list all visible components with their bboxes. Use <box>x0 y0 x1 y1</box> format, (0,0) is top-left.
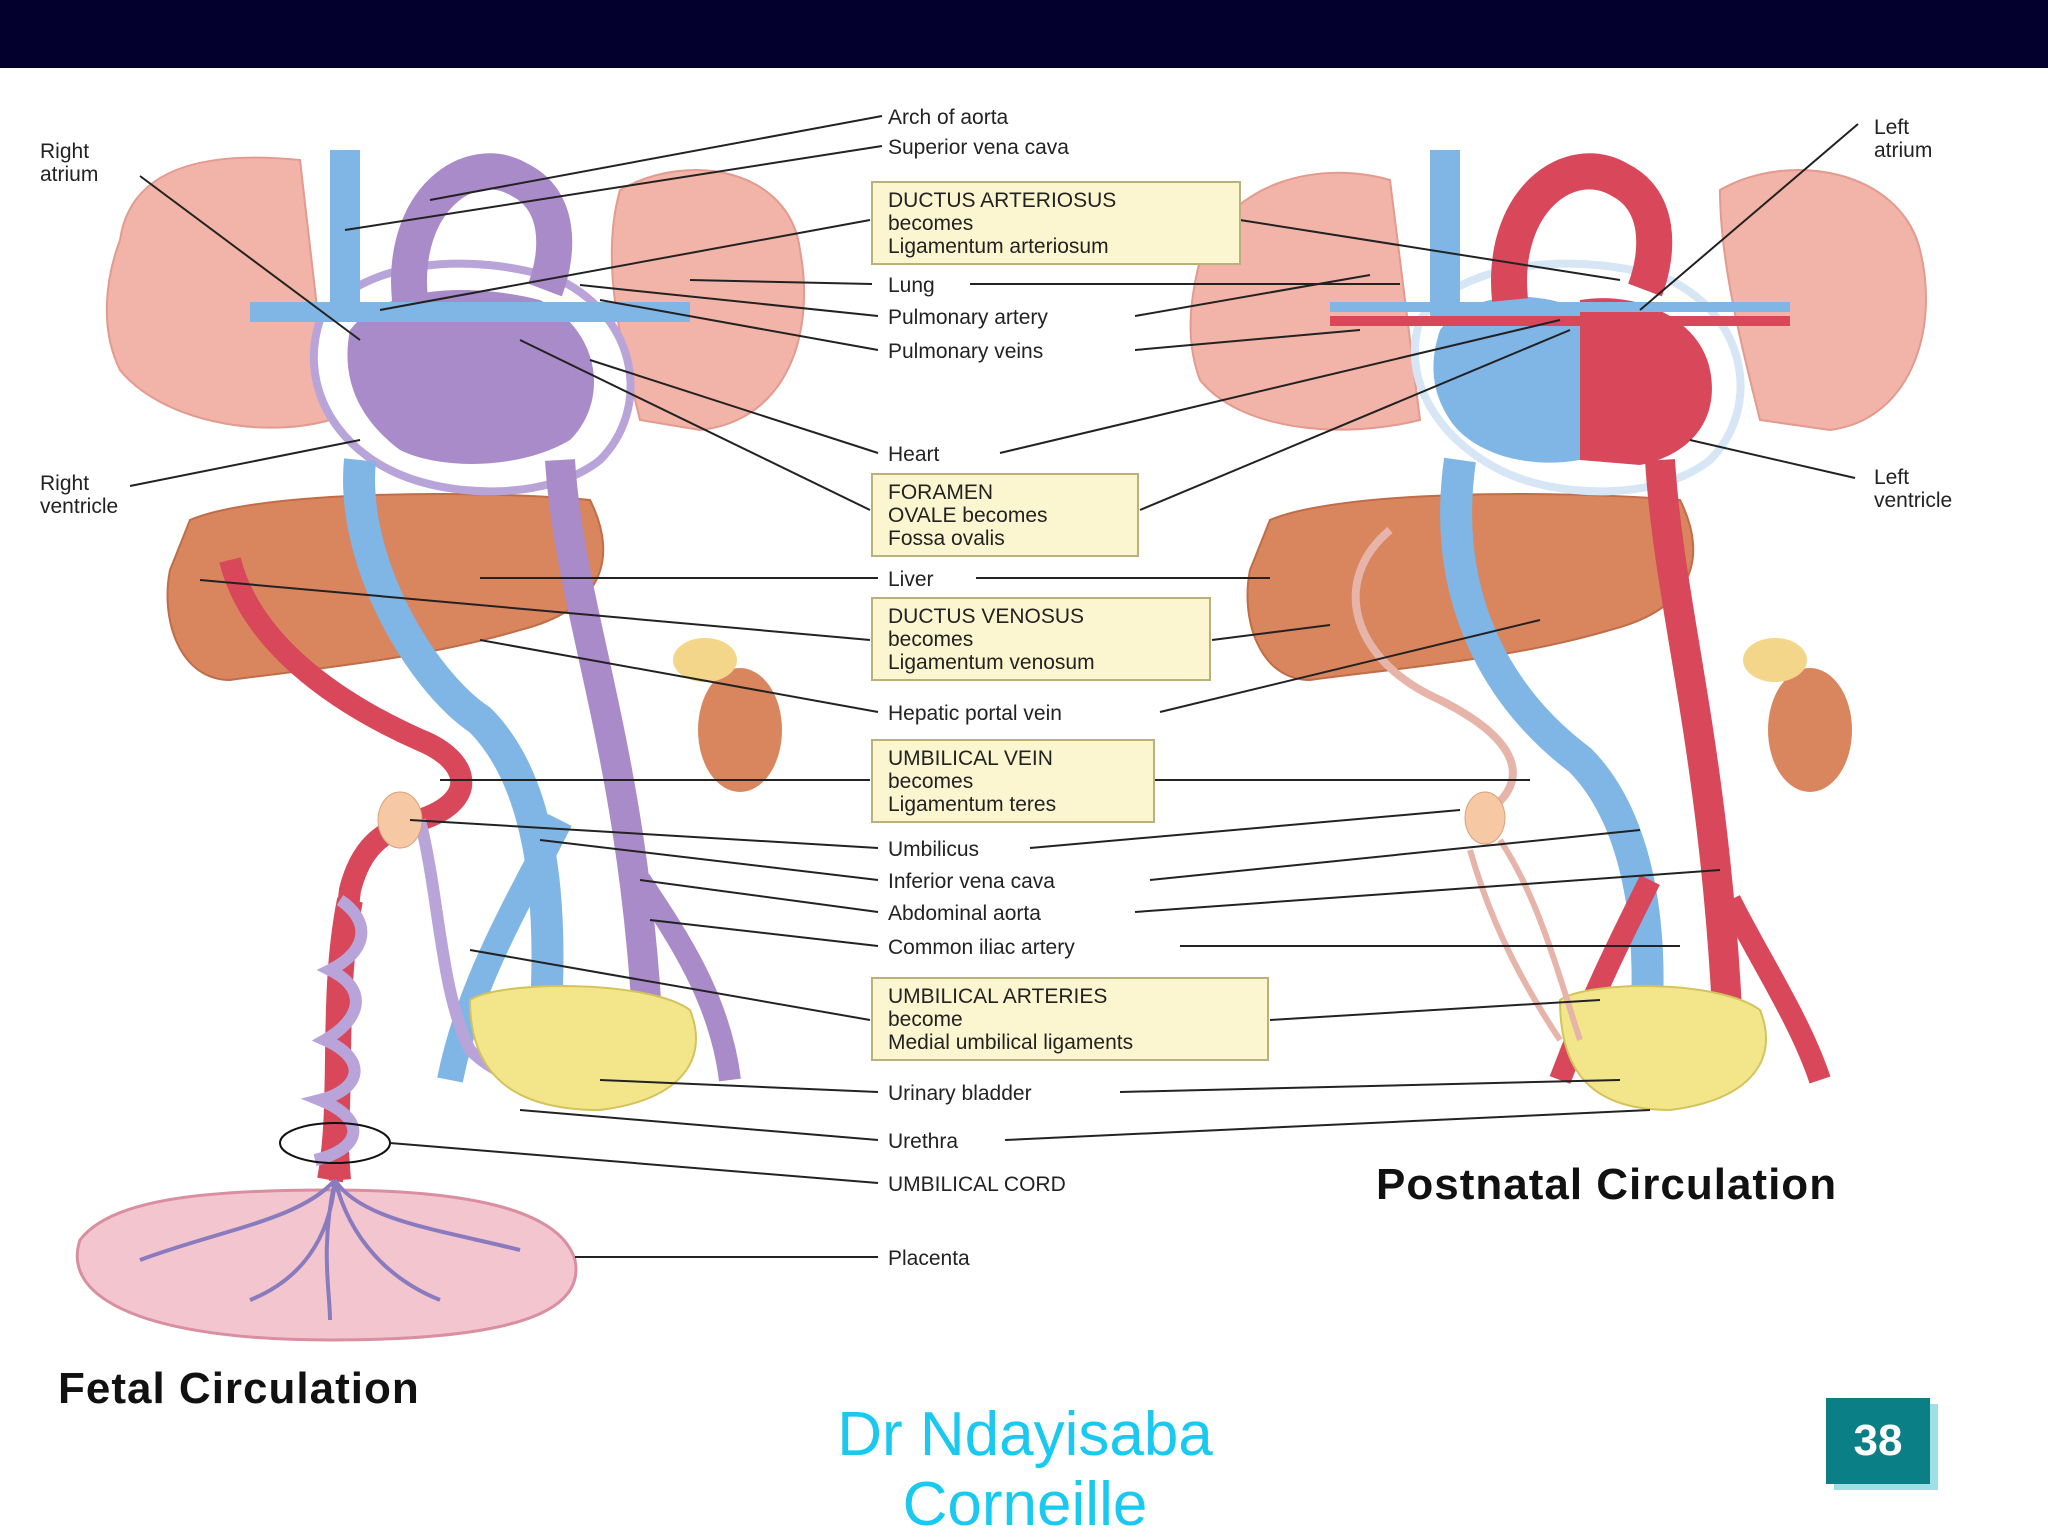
title-bar <box>0 0 2048 68</box>
box-umbilical-arteries-line2: become <box>888 1008 963 1031</box>
label-right-ventricle-2: ventricle <box>40 495 118 518</box>
box-ductus-arteriosus-line3: Ligamentum arteriosum <box>888 235 1109 258</box>
label-right-ventricle-1: Right <box>40 472 89 495</box>
fetal-bladder <box>468 985 697 1112</box>
label-urinary-bladder: Urinary bladder <box>888 1082 1032 1105</box>
fetal-inferior-vena-cava <box>343 458 564 1082</box>
box-umbilical-vein-line3: Ligamentum teres <box>888 793 1056 816</box>
label-right-atrium-1: Right <box>40 140 89 163</box>
fetal-anatomy <box>75 150 806 1342</box>
fetal-descending-aorta <box>545 459 665 1081</box>
box-ductus-venosus-line2: becomes <box>888 628 973 651</box>
diagram-labels: Arch of aorta Superior vena cava DUCTUS … <box>40 106 1952 1270</box>
label-superior-vena-cava: Superior vena cava <box>888 136 1069 159</box>
page-number-badge: 38 <box>1826 1398 1930 1484</box>
label-common-iliac-artery: Common iliac artery <box>888 936 1075 959</box>
box-foramen-ovale-line2: OVALE becomes <box>888 504 1048 527</box>
label-left-ventricle-2: ventricle <box>1874 489 1952 512</box>
box-ductus-arteriosus <box>871 181 1241 265</box>
postnatal-circulation-caption: Postnatal Circulation <box>1376 1160 1838 1209</box>
box-ductus-venosus-line3: Ligamentum venosum <box>888 651 1095 674</box>
label-left-atrium-1: Left <box>1874 116 1909 139</box>
label-urethra: Urethra <box>888 1130 958 1153</box>
label-heart: Heart <box>888 443 940 466</box>
fetal-kidney <box>698 668 782 792</box>
postnatal-anatomy <box>1189 150 1927 1112</box>
postnatal-inferior-vena-cava <box>1440 457 1664 1083</box>
leader-lines <box>129 115 1859 1258</box>
box-umbilical-vein <box>871 739 1155 823</box>
postnatal-kidney <box>1768 668 1852 792</box>
label-pulmonary-artery: Pulmonary artery <box>888 306 1048 329</box>
fetal-left-lung <box>105 156 332 429</box>
label-arch-of-aorta: Arch of aorta <box>888 106 1009 129</box>
box-ductus-arteriosus-line1: DUCTUS ARTERIOSUS <box>888 189 1116 212</box>
label-pulmonary-veins: Pulmonary veins <box>888 340 1043 363</box>
fetal-superior-vena-cava <box>330 150 360 320</box>
postnatal-bladder <box>1558 985 1767 1112</box>
box-foramen-ovale <box>871 473 1139 557</box>
box-umbilical-arteries <box>871 977 1269 1061</box>
box-ductus-venosus <box>871 597 1211 681</box>
label-right-atrium-2: atrium <box>40 163 98 186</box>
label-boxes <box>871 181 1269 1061</box>
label-umbilicus: Umbilicus <box>888 838 979 861</box>
label-hepatic-portal-vein: Hepatic portal vein <box>888 702 1062 725</box>
label-inferior-vena-cava: Inferior vena cava <box>888 870 1055 893</box>
label-placenta: Placenta <box>888 1247 970 1270</box>
postnatal-right-lung <box>1718 169 1927 432</box>
box-umbilical-vein-line2: becomes <box>888 770 973 793</box>
postnatal-ligamentum-teres <box>1351 526 1517 814</box>
label-abdominal-aorta: Abdominal aorta <box>888 902 1041 925</box>
label-left-atrium-2: atrium <box>1874 139 1932 162</box>
label-umbilical-cord: UMBILICAL CORD <box>888 1173 1066 1196</box>
author-line-2: Corneille <box>902 1470 1148 1539</box>
postnatal-aortic-arch <box>1491 153 1673 302</box>
fetal-aortic-arch <box>391 153 573 302</box>
box-foramen-ovale-line3: Fossa ovalis <box>888 527 1005 550</box>
postnatal-superior-vena-cava <box>1430 150 1460 320</box>
box-umbilical-arteries-line3: Medial umbilical ligaments <box>888 1031 1133 1054</box>
box-ductus-venosus-line1: DUCTUS VENOSUS <box>888 605 1084 628</box>
fetal-right-lung <box>610 169 806 432</box>
box-ductus-arteriosus-line2: becomes <box>888 212 973 235</box>
label-liver: Liver <box>888 568 934 591</box>
box-umbilical-vein-line1: UMBILICAL VEIN <box>888 747 1053 770</box>
label-lung: Lung <box>888 274 935 297</box>
author-line-1: Dr Ndayisaba <box>837 1400 1213 1469</box>
label-left-ventricle-1: Left <box>1874 466 1909 489</box>
postnatal-descending-aorta <box>1645 459 1745 1081</box>
fetal-circulation-caption: Fetal Circulation <box>58 1364 420 1413</box>
box-foramen-ovale-line1: FORAMEN <box>888 481 993 504</box>
author-credit: Dr Ndayisaba Corneille <box>760 1400 1290 1540</box>
box-umbilical-arteries-line1: UMBILICAL ARTERIES <box>888 985 1107 1008</box>
postnatal-umbilicus <box>1464 791 1506 845</box>
